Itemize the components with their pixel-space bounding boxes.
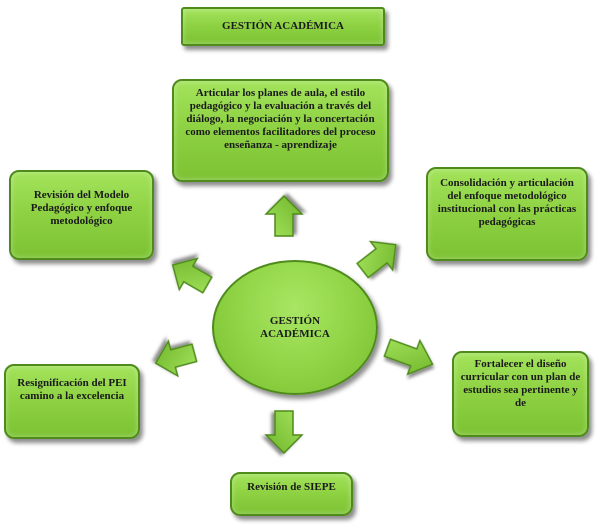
node-top: Articular los planes de aula, el estilo … bbox=[172, 79, 389, 182]
center-node: GESTIÓN ACADÉMICA bbox=[212, 260, 378, 395]
arrow-lower-left bbox=[154, 339, 198, 378]
arrow-up bbox=[264, 194, 304, 237]
node-right-bottom: Fortalecer el diseño curricular con un p… bbox=[452, 351, 589, 437]
node-right-bottom-text: Fortalecer el diseño curricular con un p… bbox=[460, 358, 581, 409]
node-left-text: Revisión del Modelo Pedagógico y enfoque… bbox=[30, 189, 133, 227]
node-left-bottom-text: Resignificación del PEI camino a la exce… bbox=[17, 377, 127, 402]
center-node-text: GESTIÓN ACADÉMICA bbox=[260, 314, 330, 340]
arrow-upper-right bbox=[356, 240, 397, 279]
diagram-title: GESTIÓN ACADÉMICA bbox=[181, 7, 385, 46]
node-right-top: Consolidación y articulación del enfoque… bbox=[426, 167, 588, 261]
arrow-lower-right bbox=[383, 338, 434, 376]
node-right-top-text: Consolidación y articulación del enfoque… bbox=[437, 177, 577, 228]
node-bottom: Revisión de SIEPE bbox=[230, 472, 353, 516]
node-top-text: Articular los planes de aula, el estilo … bbox=[185, 87, 376, 151]
node-left-bottom: Resignificación del PEI camino a la exce… bbox=[4, 364, 140, 439]
node-bottom-text: Revisión de SIEPE bbox=[247, 481, 336, 493]
arrow-down bbox=[264, 410, 304, 455]
arrow-upper-left bbox=[171, 257, 213, 294]
node-left: Revisión del Modelo Pedagógico y enfoque… bbox=[9, 170, 154, 260]
diagram-title-text: GESTIÓN ACADÉMICA bbox=[222, 20, 344, 32]
